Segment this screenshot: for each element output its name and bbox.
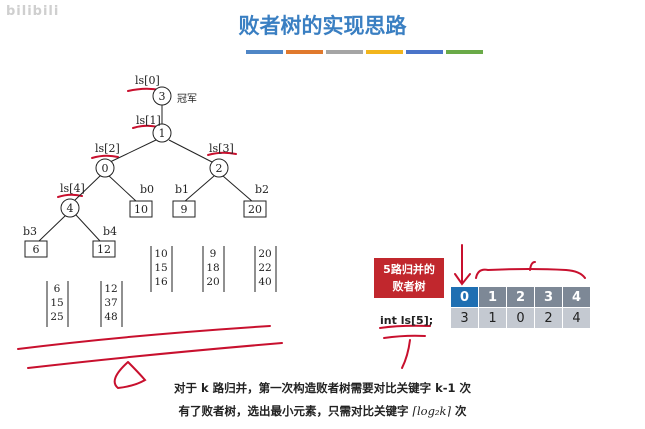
merge-segments: 10 15 16 9 18 20 20 22 40 6 15 25 12 37 … [46,246,277,327]
leaf-b1-value: 9 [181,203,188,216]
note-select-prefix: 有了败者树，选出最小元素，只需对比关键字 [178,404,409,418]
node-ls0 [152,86,172,106]
node-ls0-label: ls[0] [135,74,160,87]
leaf-b3-value: 6 [33,243,40,256]
color-bar [246,50,483,54]
annotation-ls3 [207,151,237,156]
svg-text:6: 6 [54,283,61,295]
leaf-b0-label: b0 [140,183,154,196]
note-select-cost: 有了败者树，选出最小元素，只需对比关键字 ⌈log₂k⌉ 次 [0,403,645,419]
node-ls1-value: 1 [159,127,166,140]
leaf-b4 [92,240,116,258]
leaf-b3-label: b3 [23,225,37,238]
node-ls2-value: 0 [102,162,109,175]
svg-text:15: 15 [154,262,167,274]
array-index: 0 [450,286,479,308]
array-value: 4 [562,307,591,329]
leaf-b2 [243,200,267,218]
leaf-b3 [24,240,48,258]
champion-label: 冠军 [177,93,197,105]
svg-text:9: 9 [210,248,217,260]
node-ls3-label: ls[3] [209,142,234,155]
leaf-b0-value: 10 [134,203,148,216]
red-annotations [17,87,586,390]
svg-text:22: 22 [258,262,271,274]
node-ls4-value: 4 [67,202,74,215]
node-ls0-value: 3 [159,90,166,103]
annotation-tail [401,339,411,369]
array-value-row: 3 1 0 2 4 [450,307,591,329]
note-build-cost: 对于 k 路归并，第一次构造败者树需要对比关键字 k-1 次 [173,381,472,395]
svg-text:12: 12 [104,283,117,295]
five-way-merge-label: 5路归并的 败者树 [374,258,444,298]
svg-text:40: 40 [258,276,271,288]
array-value: 1 [478,307,507,329]
leaf-b1-label: b1 [175,183,189,196]
leaf-b2-label: b2 [255,183,269,196]
node-ls3 [209,158,229,178]
tree-nodes: 3 ls[0] 冠军 1 ls[1] 0 ls[2] 2 ls[3] 4 ls[… [60,74,234,218]
svg-text:20: 20 [258,248,271,260]
node-ls1-label: ls[1] [136,114,161,127]
array-index: 4 [562,286,591,308]
leaf-b2-value: 20 [248,203,262,216]
node-ls4-label: ls[4] [60,182,85,195]
five-way-merge-line2: 败者树 [392,280,426,293]
array-index: 1 [478,286,507,308]
color-bar-segment [286,50,323,54]
bracket-tip [529,261,536,271]
segment-b3: 6 15 25 [46,281,69,327]
color-bar-segment [446,50,483,54]
tree-leaves: 10 b0 9 b1 20 b2 6 b3 12 b4 [23,183,269,258]
svg-text:16: 16 [154,276,168,288]
array-declaration: int ls[5]; [380,314,434,327]
underline-2 [27,342,283,369]
segment-b1: 9 18 20 [202,246,225,292]
array-value: 3 [450,307,479,329]
bracket [475,268,586,279]
node-ls2 [95,158,115,178]
annotation-ls2 [91,154,119,159]
annotation-decl [379,324,431,329]
segment-b4: 12 37 48 [100,281,123,327]
svg-text:10: 10 [154,248,167,260]
array-index-row: 0 1 2 3 4 [450,286,591,308]
node-ls2-label: ls[2] [95,142,120,155]
node-ls1 [152,123,172,143]
node-ls4 [60,198,80,218]
leaf-b1 [172,200,196,218]
note-select-suffix: 次 [455,404,467,418]
array-value: 2 [534,307,563,329]
arrow-down [454,244,471,286]
leaf-b0 [129,200,153,218]
log-formula: ⌈log₂k⌉ [412,404,451,418]
underline-1 [17,325,271,350]
array-index: 2 [506,286,535,308]
svg-text:37: 37 [104,297,117,309]
five-way-merge-line1: 5路归并的 [383,263,435,276]
color-bar-segment [246,50,283,54]
array-value: 0 [506,307,535,329]
tree-edges [38,105,254,242]
delta-mark [113,361,147,390]
array-index: 3 [534,286,563,308]
leaf-b4-value: 12 [97,243,111,256]
svg-text:18: 18 [206,262,219,274]
ls-array-table: 0 1 2 3 4 3 1 0 2 4 [450,286,591,329]
color-bar-segment [406,50,443,54]
node-ls3-value: 2 [216,162,223,175]
svg-text:25: 25 [50,311,63,323]
leaf-b4-label: b4 [103,225,117,238]
page-title: 败者树的实现思路 [238,14,407,38]
color-bar-segment [366,50,403,54]
annotation-decl-2 [383,334,426,339]
segment-b2: 20 22 40 [254,246,277,292]
segment-b0: 10 15 16 [150,246,173,292]
color-bar-segment [326,50,363,54]
watermark-logo: bilibili [6,4,60,19]
svg-text:20: 20 [206,276,219,288]
svg-text:15: 15 [50,297,63,309]
svg-text:48: 48 [104,311,117,323]
